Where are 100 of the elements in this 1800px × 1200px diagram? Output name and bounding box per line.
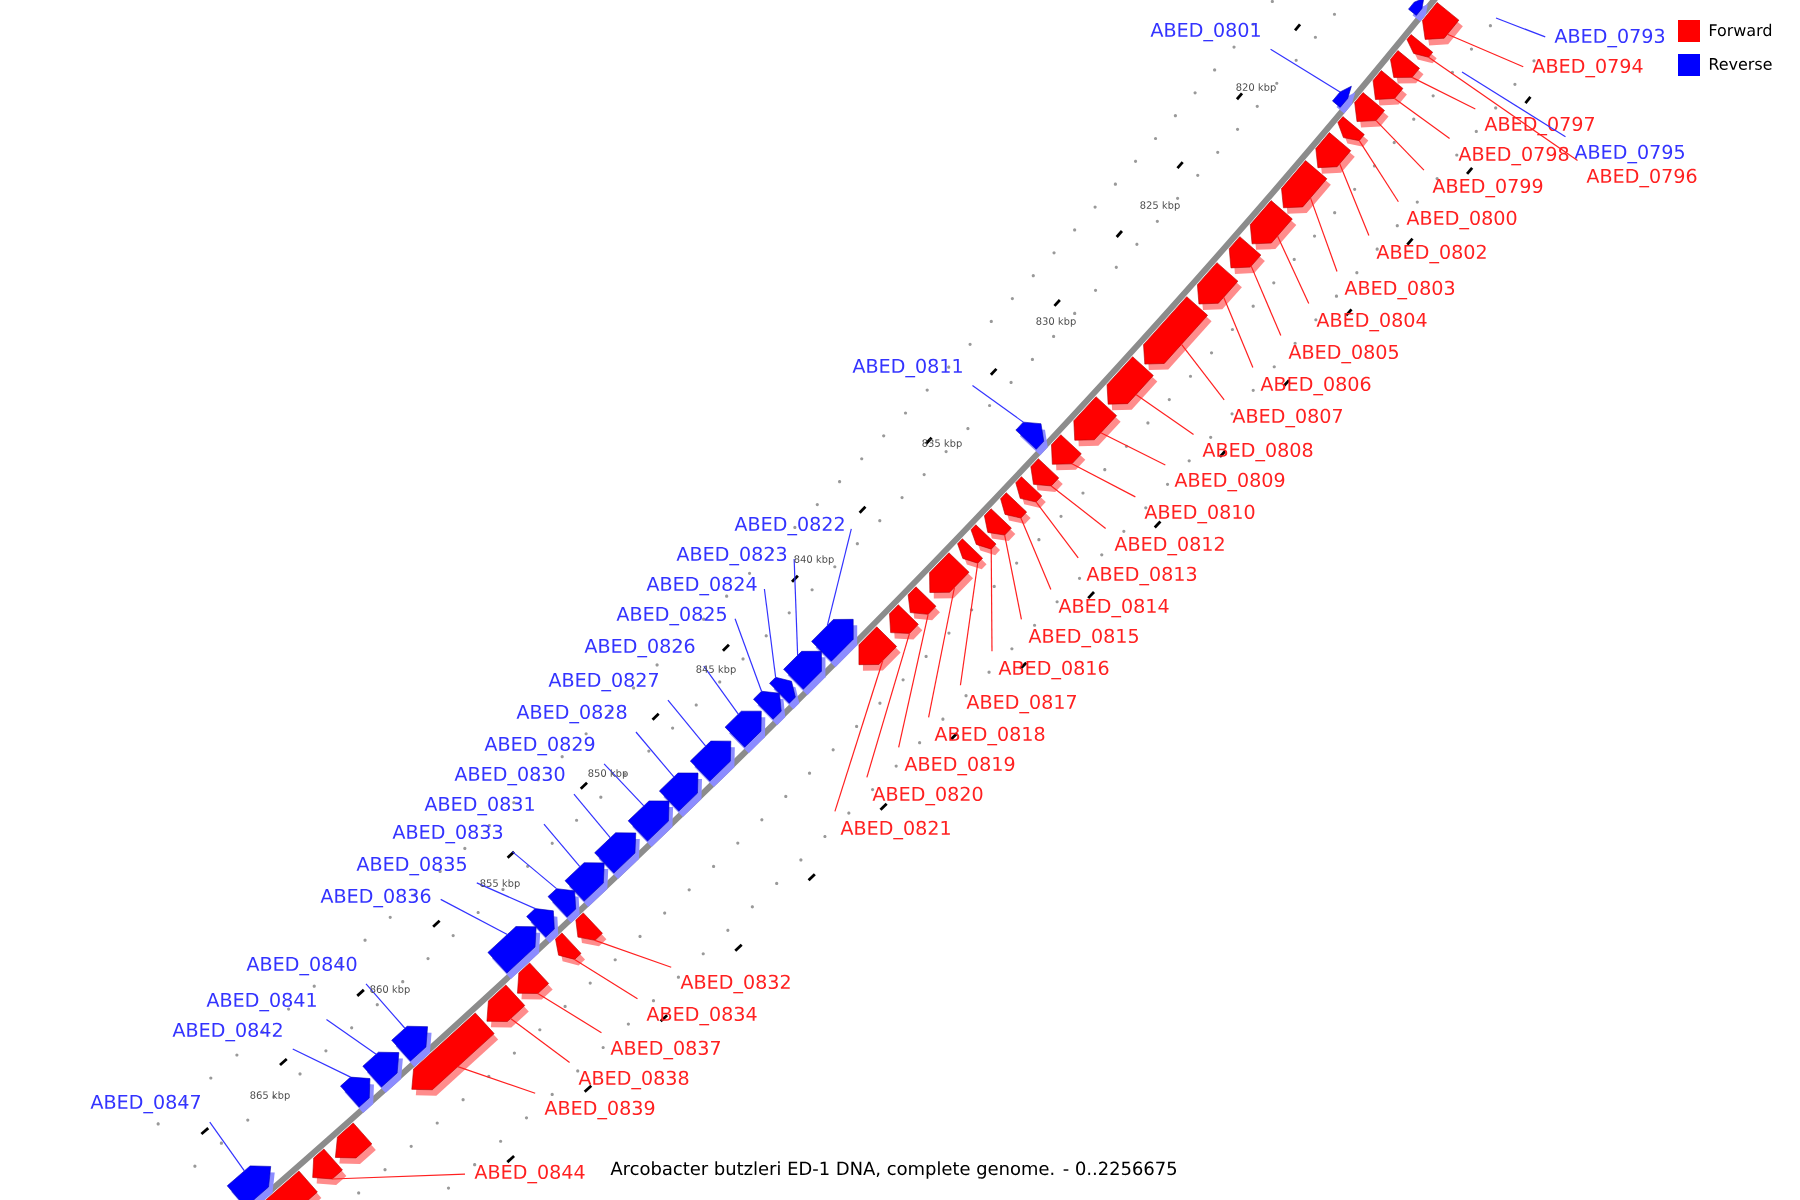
gene-block [1051, 434, 1086, 471]
gene-label: ABED_0844 [474, 1164, 585, 1184]
leader-line [537, 992, 603, 1034]
leader-line [543, 823, 581, 868]
gene-label: ABED_0829 [484, 736, 595, 756]
gene-block [1315, 132, 1355, 174]
gene-label: ABED_0847 [90, 1094, 200, 1114]
gene-label: ABED_0840 [246, 956, 357, 976]
leader-line [928, 586, 956, 718]
gene-label: ABED_0815 [1028, 628, 1138, 648]
gene-label: ABED_0835 [356, 856, 466, 876]
gene-label: ABED_0807 [1232, 408, 1342, 428]
gene-block [1408, 0, 1428, 22]
gene-block [555, 932, 586, 966]
gene-block [889, 604, 923, 640]
gene-block [858, 626, 901, 671]
leader-line [1358, 140, 1399, 203]
gene-label: ABED_0816 [998, 660, 1109, 680]
gene-block [1337, 116, 1369, 147]
leader-line [1339, 163, 1370, 237]
leader-line [1411, 76, 1476, 110]
gene-label: ABED_0839 [544, 1100, 655, 1120]
gene-block [1354, 92, 1389, 128]
leader-line [1180, 343, 1225, 401]
gene-label: ABED_0832 [680, 974, 790, 994]
gene-label: ABED_0819 [904, 756, 1015, 776]
gene-label: ABED_0822 [734, 516, 844, 536]
leader-line [1071, 463, 1136, 498]
leader-line [365, 983, 406, 1029]
gene-label: ABED_0838 [578, 1070, 689, 1090]
leader-line [440, 898, 508, 936]
gene-label: ABED_0793 [1554, 28, 1665, 48]
gene-block [984, 508, 1016, 542]
gene-label: ABED_0823 [676, 546, 787, 566]
gene-label: ABED_0821 [840, 820, 950, 840]
gene-block [1197, 262, 1242, 310]
gene-label: ABED_0833 [392, 824, 503, 844]
gene-label: ABED_0802 [1376, 244, 1486, 264]
leader-line [971, 384, 1024, 423]
leader-line [793, 558, 799, 656]
leader-line [1428, 56, 1579, 162]
gene-block [1106, 356, 1158, 411]
gene-block [929, 552, 974, 599]
gene-label: ABED_0837 [610, 1040, 720, 1060]
gene-label: ABED_0811 [852, 358, 962, 378]
leader-line [959, 562, 979, 686]
leader-line [603, 763, 645, 807]
leader-line [573, 793, 611, 839]
gene-label: ABED_0824 [646, 576, 757, 596]
gene-label: ABED_0809 [1174, 472, 1285, 492]
gene-block [1372, 70, 1407, 106]
gene-label: ABED_0828 [516, 704, 627, 724]
leader-line [325, 1018, 377, 1055]
leader-line [292, 1048, 352, 1078]
gene-label: ABED_0826 [584, 638, 695, 658]
gene-label: ABED_0810 [1144, 504, 1255, 524]
leader-line [1276, 235, 1310, 305]
gene-block [970, 524, 1001, 556]
gene-block [335, 1122, 376, 1164]
gene-block [1015, 421, 1048, 456]
gene-block [1015, 476, 1046, 508]
leader-line [834, 659, 884, 812]
leader-line [331, 1173, 466, 1180]
gene-label: ABED_0834 [646, 1006, 757, 1026]
leader-line [826, 528, 852, 627]
leader-line [510, 1017, 571, 1064]
gene-label: ABED_0812 [1114, 536, 1224, 556]
leader-line [866, 632, 911, 778]
gene-label: ABED_0800 [1406, 210, 1517, 230]
gene-block [259, 1170, 322, 1200]
gene-block [1390, 50, 1424, 84]
gene-label: ABED_0806 [1260, 376, 1371, 396]
gene-label: ABED_0827 [548, 672, 658, 692]
gene-label: ABED_0814 [1058, 598, 1169, 618]
gene-block [1281, 160, 1331, 214]
gene-block [1332, 85, 1356, 114]
gene-label: ABED_0818 [934, 726, 1045, 746]
gene-block [486, 984, 529, 1028]
gene-block [575, 912, 607, 947]
gene-label: ABED_0794 [1532, 58, 1643, 78]
leader-line [635, 731, 675, 778]
gene-label: ABED_0836 [320, 888, 431, 908]
leader-line [898, 613, 929, 748]
gene-label: ABED_0841 [206, 992, 316, 1012]
leader-line [1495, 17, 1546, 38]
gene-block [907, 586, 940, 621]
gene-label: ABED_0817 [966, 694, 1076, 714]
gene-block [226, 1165, 275, 1200]
leader-line [511, 851, 558, 890]
gene-label: ABED_0831 [424, 796, 534, 816]
leader-line [1446, 33, 1524, 68]
gene-label: ABED_0825 [616, 606, 726, 626]
gene-label: ABED_0804 [1316, 312, 1427, 332]
leader-line [457, 1066, 536, 1094]
leader-line [1223, 296, 1254, 369]
leader-line [1393, 97, 1451, 140]
gene-label: ABED_0808 [1202, 442, 1313, 462]
gene-block [1228, 236, 1265, 274]
leader-line [1270, 48, 1341, 93]
caption: Arcobacter butzleri ED-1 DNA, complete genome. - 0..2256675 [610, 1161, 1176, 1179]
